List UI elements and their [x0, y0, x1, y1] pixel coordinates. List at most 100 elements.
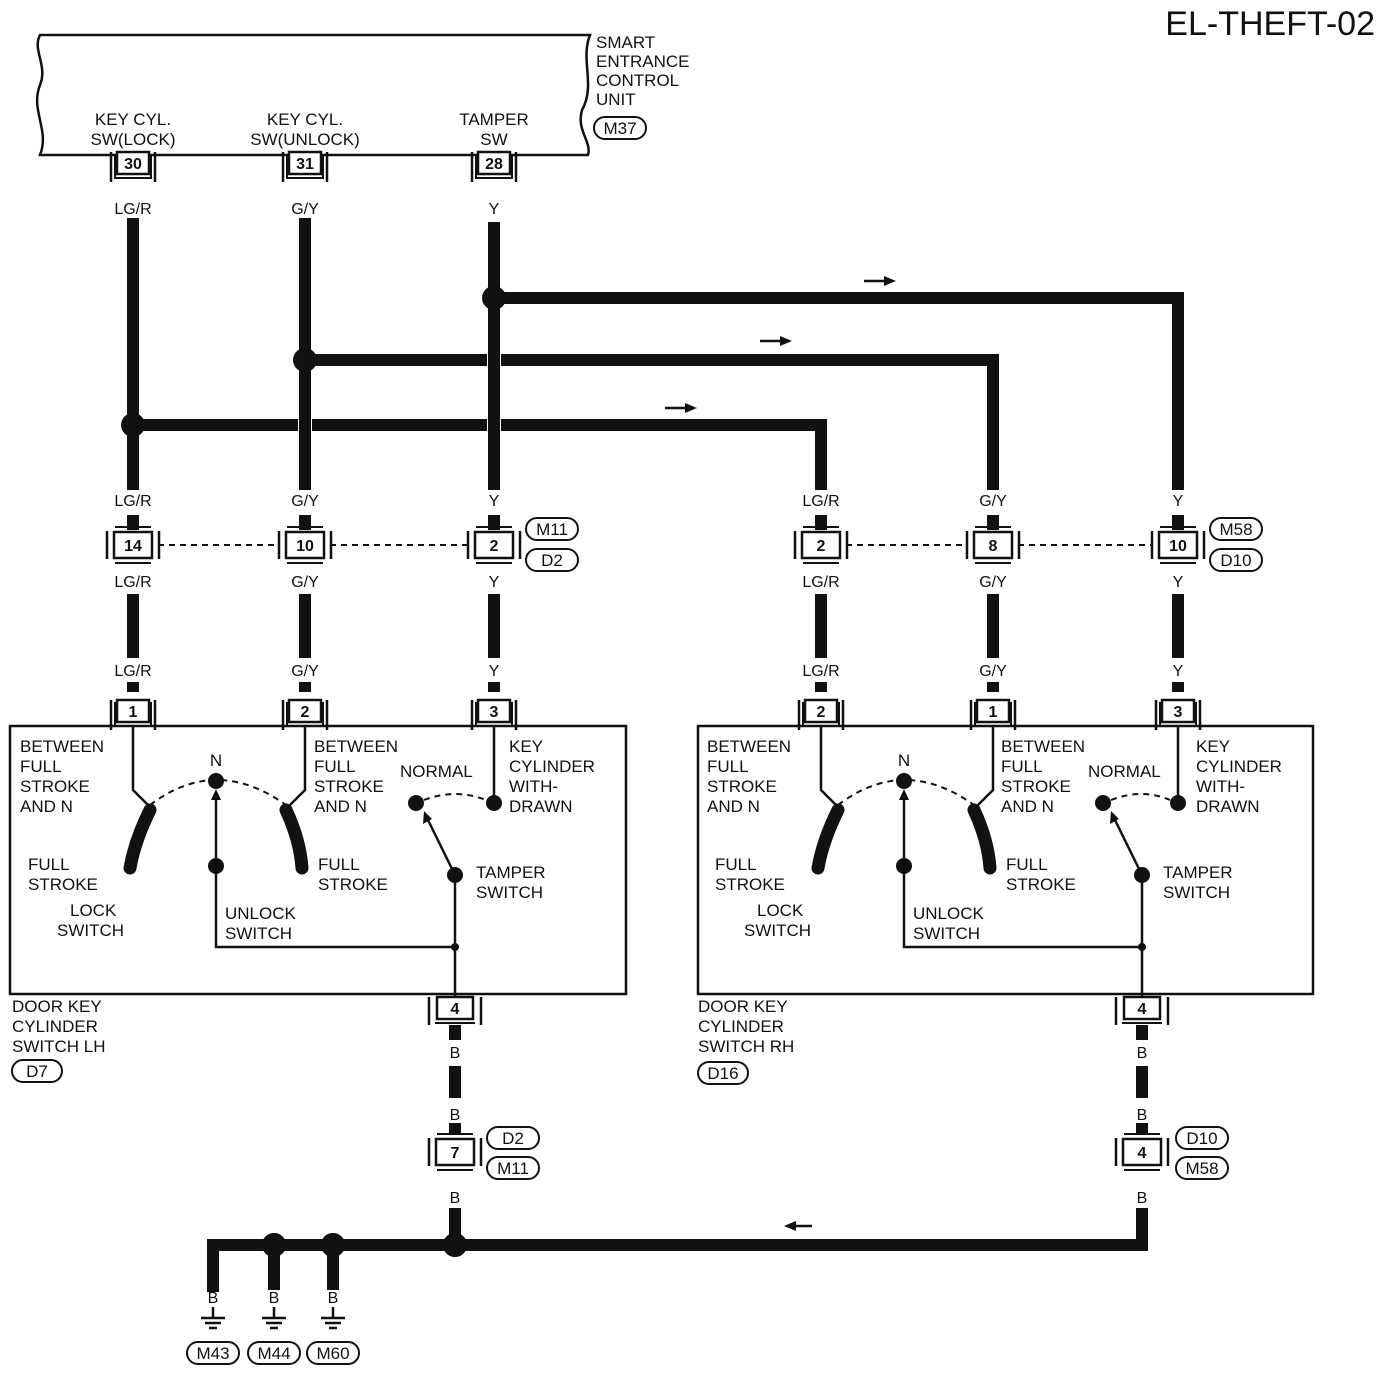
- door-key-cylinder-switch-lh: [8, 724, 628, 996]
- svg-text:LG/R: LG/R: [114, 493, 151, 510]
- svg-text:B: B: [328, 1290, 339, 1307]
- svg-text:D16: D16: [707, 1064, 738, 1083]
- flow-arrows: [665, 276, 896, 1231]
- svg-text:4: 4: [1138, 1145, 1147, 1162]
- svg-text:2: 2: [490, 538, 499, 555]
- svg-text:STROKE: STROKE: [707, 777, 777, 796]
- svg-text:KEY: KEY: [1196, 737, 1230, 756]
- switch-rh-wire-labels: LG/R G/Y Y: [802, 663, 1183, 680]
- switch-rh-labels: BETWEEN FULL STROKE AND N N BETWEEN FULL…: [707, 737, 1282, 943]
- svg-text:LG/R: LG/R: [114, 663, 151, 680]
- svg-text:STROKE: STROKE: [318, 875, 388, 894]
- svg-text:2: 2: [817, 538, 826, 555]
- svg-text:CONTROL: CONTROL: [596, 71, 679, 90]
- svg-text:G/Y: G/Y: [979, 574, 1007, 591]
- svg-text:Y: Y: [489, 663, 500, 680]
- svg-text:NORMAL: NORMAL: [400, 762, 473, 781]
- switch-lh-internals: [123, 726, 502, 997]
- svg-text:3: 3: [490, 704, 499, 721]
- svg-text:UNLOCK: UNLOCK: [913, 904, 985, 923]
- svg-text:WITH-: WITH-: [509, 777, 558, 796]
- svg-text:N: N: [898, 751, 910, 770]
- unit-connector-badge: [593, 116, 647, 140]
- svg-text:SW(UNLOCK): SW(UNLOCK): [250, 130, 360, 149]
- right-ground-connector-badges: D10 M58: [1175, 1126, 1229, 1180]
- svg-text:G/Y: G/Y: [291, 574, 319, 591]
- svg-text:B: B: [450, 1190, 461, 1207]
- svg-text:Y: Y: [489, 493, 500, 510]
- svg-text:AND N: AND N: [707, 797, 760, 816]
- switch-rh-pin-y: 3: [1154, 698, 1202, 730]
- svg-text:FULL: FULL: [715, 855, 757, 874]
- svg-text:D7: D7: [26, 1062, 48, 1081]
- svg-text:FULL: FULL: [28, 855, 70, 874]
- left-joint-pin-lgr: 14: [105, 526, 161, 564]
- svg-text:CYLINDER: CYLINDER: [698, 1017, 784, 1036]
- left-ground-connector-pin: 7: [427, 1133, 483, 1171]
- svg-text:BETWEEN: BETWEEN: [314, 737, 398, 756]
- svg-text:LG/R: LG/R: [802, 493, 839, 510]
- svg-text:FULL: FULL: [314, 757, 356, 776]
- switch-rh-internals: [811, 726, 1186, 997]
- svg-text:FULL: FULL: [707, 757, 749, 776]
- svg-text:LG/R: LG/R: [114, 201, 151, 218]
- ground-connector-label: M44: [257, 1344, 290, 1363]
- svg-text:D10: D10: [1220, 551, 1251, 570]
- svg-text:BETWEEN: BETWEEN: [1001, 737, 1085, 756]
- svg-text:STROKE: STROKE: [20, 777, 90, 796]
- svg-text:10: 10: [1169, 538, 1187, 555]
- svg-text:G/Y: G/Y: [291, 201, 319, 218]
- ground-connector-label: M43: [196, 1344, 229, 1363]
- right-joint-pin-lgr: 2: [793, 526, 849, 564]
- svg-text:SWITCH: SWITCH: [1163, 883, 1230, 902]
- svg-text:WITH-: WITH-: [1196, 777, 1245, 796]
- junction-dot: [443, 1233, 467, 1257]
- wire-rh-segments: [815, 515, 1184, 692]
- junction-dot: [262, 1233, 286, 1257]
- svg-text:DRAWN: DRAWN: [1196, 797, 1260, 816]
- svg-text:D10: D10: [1186, 1129, 1217, 1148]
- svg-text:DOOR KEY: DOOR KEY: [12, 997, 102, 1016]
- svg-text:Y: Y: [1173, 574, 1184, 591]
- svg-text:AND N: AND N: [20, 797, 73, 816]
- smart-entrance-control-unit: [35, 33, 592, 157]
- svg-text:TAMPER: TAMPER: [459, 110, 529, 129]
- svg-text:B: B: [1137, 1190, 1148, 1207]
- switch-lh-labels: BETWEEN FULL STROKE AND N N BETWEEN FULL…: [20, 737, 595, 943]
- svg-text:KEY CYL.: KEY CYL.: [267, 110, 343, 129]
- svg-text:LG/R: LG/R: [802, 574, 839, 591]
- svg-text:DRAWN: DRAWN: [509, 797, 573, 816]
- switch-lh-ground-pin: 4: [427, 995, 483, 1025]
- svg-text:FULL: FULL: [1001, 757, 1043, 776]
- svg-text:31: 31: [296, 156, 314, 173]
- svg-text:8: 8: [989, 538, 998, 555]
- svg-text:14: 14: [124, 538, 142, 555]
- svg-text:SWITCH: SWITCH: [744, 921, 811, 940]
- right-joint-pin-y: 10: [1150, 526, 1206, 564]
- svg-text:D2: D2: [502, 1129, 524, 1148]
- svg-text:B: B: [1137, 1107, 1148, 1124]
- unit-name: SMART ENTRANCE CONTROL UNIT: [596, 33, 690, 109]
- switch-lh-name: DOOR KEY CYLINDER SWITCH LH D7: [11, 997, 106, 1083]
- svg-text:SWITCH: SWITCH: [57, 921, 124, 940]
- svg-text:FULL: FULL: [318, 855, 360, 874]
- svg-text:B: B: [269, 1290, 280, 1307]
- svg-text:7: 7: [451, 1145, 460, 1162]
- svg-text:SWITCH RH: SWITCH RH: [698, 1037, 794, 1056]
- left-joint-wire-labels: LG/R G/Y Y LG/R G/Y Y: [114, 493, 499, 591]
- right-joint-wire-labels: LG/R G/Y Y LG/R G/Y Y: [802, 493, 1183, 591]
- ground-symbol-m43: M43: [186, 1245, 240, 1365]
- svg-text:M58: M58: [1185, 1159, 1218, 1178]
- svg-text:2: 2: [301, 704, 310, 721]
- unit-wire-labels: LG/R G/Y Y: [114, 201, 499, 218]
- svg-text:LG/R: LG/R: [114, 574, 151, 591]
- svg-text:D2: D2: [541, 551, 563, 570]
- left-ground-connector-badges: D2 M11: [486, 1126, 540, 1180]
- svg-text:STROKE: STROKE: [715, 875, 785, 894]
- svg-text:10: 10: [296, 538, 314, 555]
- unit-terminal-labels: KEY CYL. SW(LOCK) KEY CYL. SW(UNLOCK) TA…: [91, 110, 529, 149]
- svg-text:AND N: AND N: [314, 797, 367, 816]
- unit-terminal-pin-tamper: 28: [470, 150, 518, 182]
- svg-text:M11: M11: [536, 520, 568, 539]
